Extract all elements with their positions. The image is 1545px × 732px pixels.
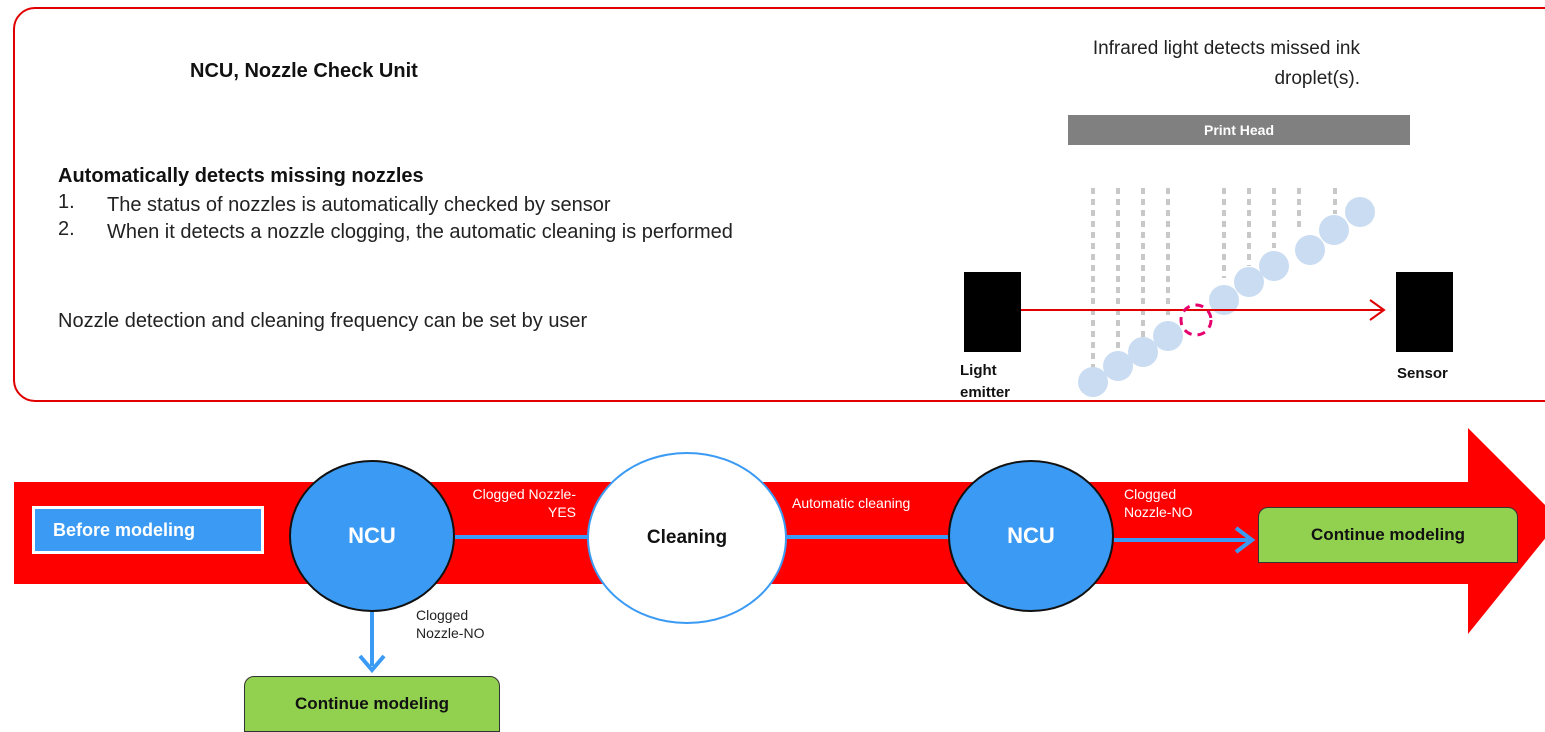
ink-droplet	[1319, 215, 1349, 245]
continue-modeling-box-right: Continue modeling	[1258, 507, 1518, 563]
ink-droplet	[1078, 367, 1108, 397]
continue-modeling-box-down: Continue modeling	[244, 676, 500, 732]
arrowhead-down	[358, 654, 386, 674]
ink-droplet	[1128, 337, 1158, 367]
clogged-yes-label: Clogged Nozzle-YES	[472, 486, 577, 520]
ink-droplet	[1259, 251, 1289, 281]
cleaning-node: Cleaning	[587, 452, 787, 624]
sensor-label: Sensor	[1397, 365, 1448, 382]
nozzle-detection-illustration	[1020, 188, 1386, 397]
ink-droplet	[1103, 351, 1133, 381]
automatic-cleaning-label: Automatic cleaning	[792, 495, 911, 511]
nozzle-lines	[1091, 188, 1337, 370]
ink-droplet	[1345, 197, 1375, 227]
ir-caption: Infrared light detects missed ink drople…	[1092, 38, 1360, 89]
emitter-label: Light emitter	[960, 362, 1011, 401]
ncu-node-2: NCU	[948, 460, 1114, 612]
ink-droplet	[1209, 285, 1239, 315]
panel-subtitle: Automatically detects missing nozzles	[58, 165, 424, 187]
ink-droplets	[1078, 197, 1375, 397]
step-number: 1.	[58, 191, 75, 213]
step-number: 2.	[58, 218, 75, 240]
panel-note: Nozzle detection and cleaning frequency …	[58, 310, 588, 332]
step-text: The status of nozzles is automatically c…	[107, 194, 611, 216]
ink-droplet	[1295, 235, 1325, 265]
sensor	[1396, 272, 1453, 352]
ncu-node-1: NCU	[289, 460, 455, 612]
print-head: Print Head	[1068, 115, 1410, 145]
ink-droplet	[1153, 321, 1183, 351]
light-emitter	[964, 272, 1021, 352]
step-text: When it detects a nozzle clogging, the a…	[107, 221, 733, 243]
beam-arrowhead	[1369, 299, 1386, 321]
missed-droplet-marker	[1179, 303, 1213, 337]
info-panel	[13, 7, 1545, 402]
before-modeling-box: Before modeling	[32, 506, 264, 554]
panel-title: NCU, Nozzle Check Unit	[190, 60, 418, 82]
arrowhead-right	[1234, 526, 1256, 554]
clogged-no-label-down: Clogged Nozzle-NO	[416, 607, 485, 641]
ink-droplet	[1234, 267, 1264, 297]
clogged-no-label-right: Clogged Nozzle-NO	[1124, 486, 1193, 520]
